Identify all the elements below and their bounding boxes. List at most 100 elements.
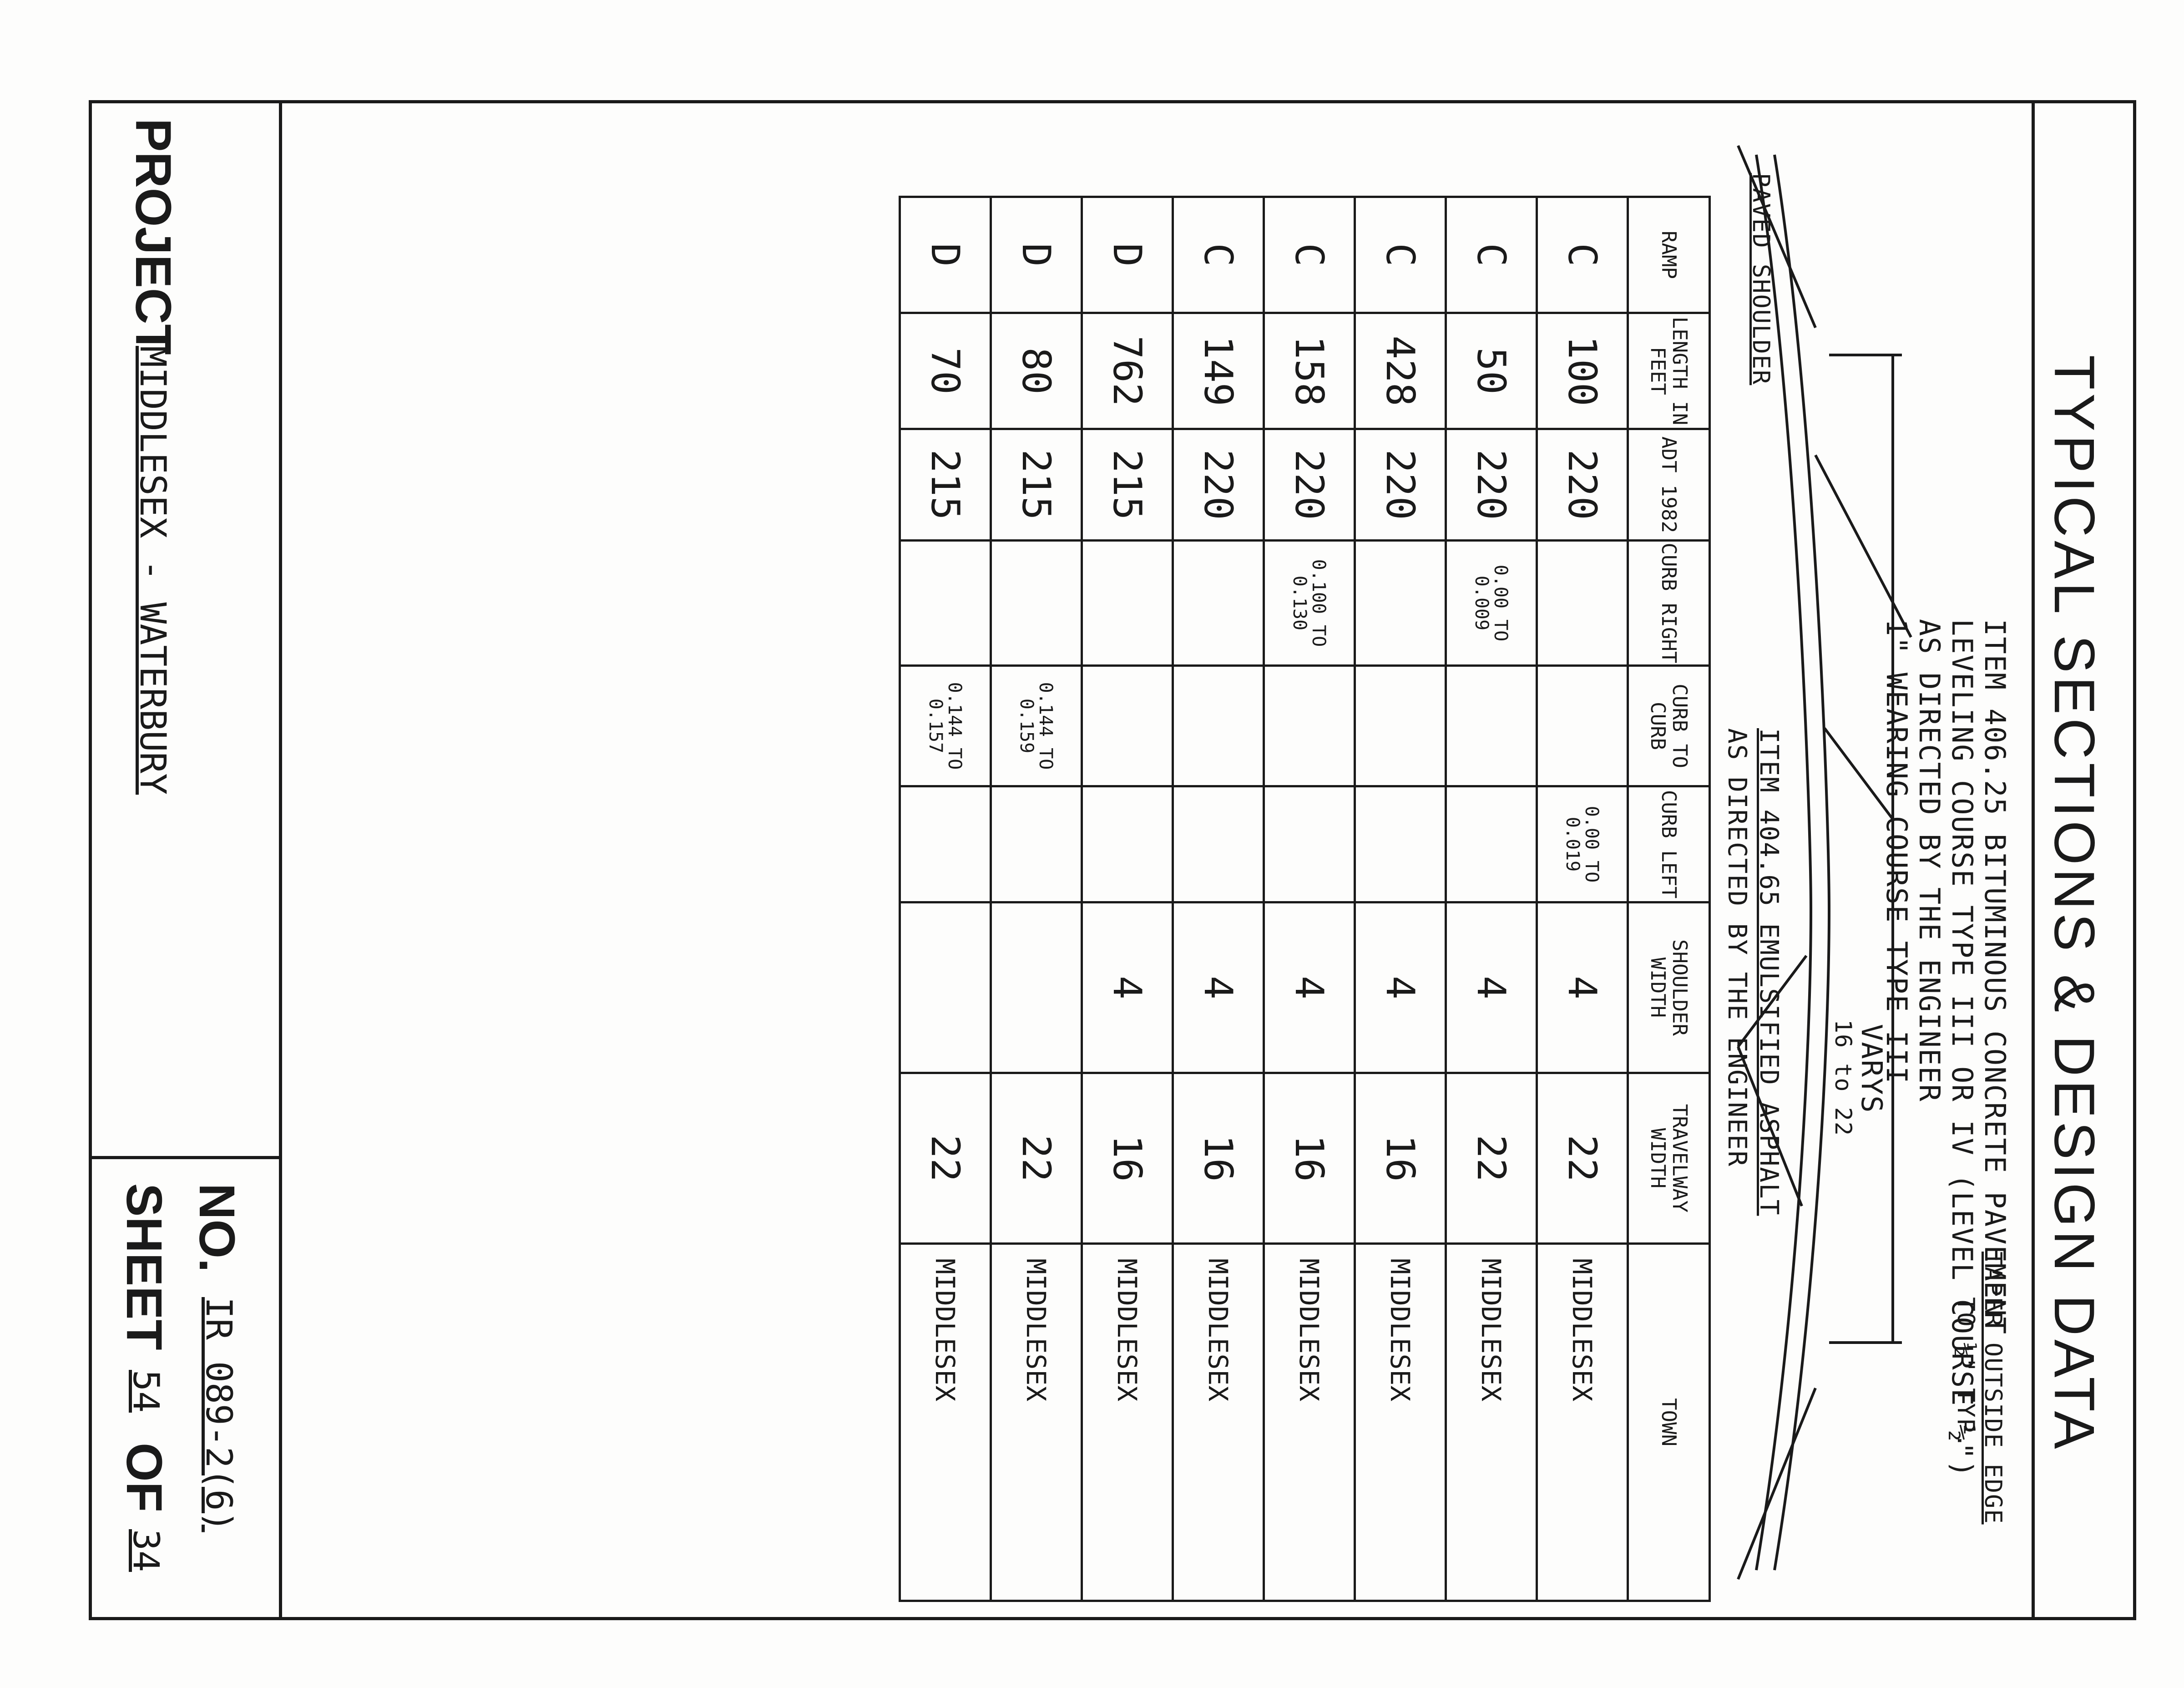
cell-shoulder	[900, 902, 991, 1073]
cell-travelway: 16	[1173, 1073, 1264, 1244]
cell-shoulder: 4	[1264, 902, 1355, 1073]
sheet-value: 54	[125, 1370, 166, 1413]
cell-curb-left: 0.00 TO 0.019	[1537, 786, 1628, 902]
taper-label: TAPER OUTSIDE EDGE	[1979, 1252, 2007, 1525]
taper-sub: TO ½" TYP.	[1952, 1297, 1979, 1449]
leader-line-3	[1737, 955, 1808, 1048]
cell-curb-to-curb	[1173, 665, 1264, 786]
cell-curb-right	[900, 540, 991, 666]
cell-adt: 215	[1082, 429, 1173, 541]
varys-range: 16 to 22	[1830, 1019, 1856, 1136]
item-404-note: ITEM 404.65 EMULSIFIED ASPHALT	[1754, 728, 1784, 1216]
cell-adt: 220	[1446, 429, 1537, 541]
header-length: LENGTH IN FEET	[1628, 313, 1710, 429]
cell-town: MIDDLESEX	[991, 1243, 1082, 1601]
cell-length: 428	[1355, 313, 1446, 429]
cell-ramp: C	[1537, 197, 1628, 313]
cell-town: MIDDLESEX	[1264, 1243, 1355, 1601]
project-block-divider	[89, 1156, 282, 1159]
table-row: D 80 215 0.144 TO 0.159 22 MIDDLESEX	[991, 197, 1082, 1601]
cell-curb-left	[1264, 786, 1355, 902]
table-row: C 100 220 0.00 TO 0.019 4 22 MIDDLESEX	[1537, 197, 1628, 1601]
cell-curb-left	[900, 786, 991, 902]
cell-adt: 220	[1173, 429, 1264, 541]
shoulder-right-line	[1737, 1387, 1817, 1580]
table-row: C 158 220 0.100 TO 0.130 4 16 MIDDLESEX	[1264, 197, 1355, 1601]
cell-curb-left	[1355, 786, 1446, 902]
cell-curb-left	[1446, 786, 1537, 902]
leader-line-2	[1823, 727, 1894, 820]
cell-curb-left	[1082, 786, 1173, 902]
paved-shoulder-label: PAVED SHOULDER	[1747, 173, 1774, 385]
item-406-line-3: AS DIRECTED BY THE ENGINEER	[1913, 619, 1946, 1102]
cell-curb-to-curb	[1446, 665, 1537, 786]
cell-shoulder: 4	[1355, 902, 1446, 1073]
header-curb-right: CURB RIGHT	[1628, 540, 1710, 666]
project-label: PROJECT	[125, 118, 181, 355]
cell-curb-right	[1082, 540, 1173, 666]
cell-length: 80	[991, 313, 1082, 429]
cell-town: MIDDLESEX	[1082, 1243, 1173, 1601]
cell-ramp: C	[1264, 197, 1355, 313]
cell-shoulder: 4	[1082, 902, 1173, 1073]
pavement-surface-line	[1773, 154, 1831, 1571]
table-header-row: RAMP LENGTH IN FEET ADT 1982 CURB RIGHT …	[1628, 197, 1710, 1601]
cell-curb-right	[1173, 540, 1264, 666]
cell-length: 50	[1446, 313, 1537, 429]
header-adt: ADT 1982	[1628, 429, 1710, 541]
cell-shoulder: 4	[1446, 902, 1537, 1073]
cell-travelway: 16	[1082, 1073, 1173, 1244]
cell-curb-to-curb	[1355, 665, 1446, 786]
cell-length: 149	[1173, 313, 1264, 429]
varys-label: VARYS	[1855, 1024, 1888, 1114]
project-no-value: IR 089-2(6)	[198, 1297, 239, 1532]
leader-line-4	[1737, 1046, 1803, 1207]
cell-curb-left	[1173, 786, 1264, 902]
cell-curb-right: 0.00 TO 0.009	[1446, 540, 1537, 666]
cell-ramp: C	[1355, 197, 1446, 313]
cell-adt: 220	[1537, 429, 1628, 541]
cell-adt: 220	[1355, 429, 1446, 541]
sheet-title: TYPICAL SECTIONS & DESIGN DATA	[2042, 355, 2106, 1453]
table-body: C 100 220 0.00 TO 0.019 4 22 MIDDLESEX C…	[900, 197, 1628, 1601]
project-block	[89, 100, 282, 1620]
cell-curb-left	[991, 786, 1082, 902]
table-row: C 149 220 4 16 MIDDLESEX	[1173, 197, 1264, 1601]
cell-ramp: D	[991, 197, 1082, 313]
cell-adt: 215	[900, 429, 991, 541]
cell-curb-to-curb	[1264, 665, 1355, 786]
cell-curb-right	[1355, 540, 1446, 666]
cell-shoulder	[991, 902, 1082, 1073]
table-header: RAMP LENGTH IN FEET ADT 1982 CURB RIGHT …	[1628, 197, 1710, 1601]
cell-curb-right: 0.100 TO 0.130	[1264, 540, 1355, 666]
cell-travelway: 16	[1355, 1073, 1446, 1244]
cell-travelway: 22	[900, 1073, 991, 1244]
cell-length: 762	[1082, 313, 1173, 429]
table-row: C 428 220 4 16 MIDDLESEX	[1355, 197, 1446, 1601]
table-row: D 762 215 4 16 MIDDLESEX	[1082, 197, 1173, 1601]
cell-ramp: C	[1446, 197, 1537, 313]
of-value: 34	[125, 1529, 166, 1572]
cell-curb-to-curb	[1082, 665, 1173, 786]
design-data-table: RAMP LENGTH IN FEET ADT 1982 CURB RIGHT …	[899, 196, 1711, 1602]
project-no-label: NO.	[189, 1183, 245, 1272]
header-curb-left: CURB LEFT	[1628, 786, 1710, 902]
cell-travelway: 22	[1446, 1073, 1537, 1244]
cell-adt: 220	[1264, 429, 1355, 541]
cell-length: 70	[900, 313, 991, 429]
cell-curb-to-curb	[1537, 665, 1628, 786]
project-value: MIDDLESEX - WATERBURY	[132, 346, 173, 795]
cell-length: 100	[1537, 313, 1628, 429]
cell-town: MIDDLESEX	[1355, 1243, 1446, 1601]
cell-length: 158	[1264, 313, 1355, 429]
header-ramp: RAMP	[1628, 197, 1710, 313]
pavement-base-line	[1755, 154, 1813, 1571]
cell-curb-to-curb: 0.144 TO 0.157	[900, 665, 991, 786]
cell-travelway: 22	[991, 1073, 1082, 1244]
cell-ramp: C	[1173, 197, 1264, 313]
item-404-sub: AS DIRECTED BY THE ENGINEER	[1722, 728, 1752, 1167]
header-curb-to-curb: CURB TO CURB	[1628, 665, 1710, 786]
header-shoulder-width: SHOULDER WIDTH	[1628, 902, 1710, 1073]
header-town: TOWN	[1628, 1243, 1710, 1601]
